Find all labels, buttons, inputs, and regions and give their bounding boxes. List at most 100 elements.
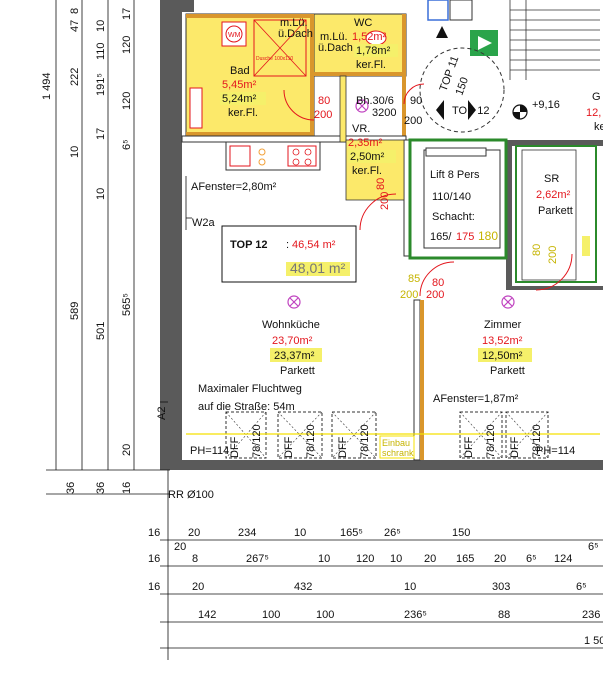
escape-route-line2: auf die Straße: 54m — [198, 401, 295, 413]
cab5-b: 78/120 — [531, 424, 543, 458]
room-area-red-vr: 2,35m² — [348, 137, 383, 149]
vent-4: ü.Dach — [318, 42, 353, 54]
dim-r3-5: 6⁵ — [576, 581, 587, 593]
dim-c2-1: 47 — [69, 20, 81, 32]
top11-dim: 150 — [454, 76, 472, 97]
dim-r2-5: 10 — [390, 553, 402, 565]
dim-r3-4: 303 — [492, 581, 510, 593]
door-labels: 80 200 80 200 90 200 85 200 80 200 80 20… — [314, 95, 559, 301]
dim-c5-0: 17 — [121, 8, 133, 20]
dim-r1-4: 165⁵ — [340, 527, 363, 539]
door-vr-w: 80 — [375, 178, 387, 190]
dim-r2-4: 120 — [356, 553, 374, 565]
rr-label: RR Ø100 — [168, 489, 214, 501]
dim-r1-1: 20 — [188, 527, 200, 539]
room-area-red-zimmer: 13,52m² — [482, 335, 523, 347]
dim-r1-3: 10 — [294, 527, 306, 539]
window-area-kitchen: AFenster=2,80m² — [191, 181, 277, 193]
dim-r3-2: 432 — [294, 581, 312, 593]
einbau-label: Einbau — [382, 438, 410, 448]
dim-r1-0: 16 — [148, 527, 160, 539]
vent-3: m.Lü. — [320, 31, 348, 43]
top12-summary: TOP 12 : 46,54 m² 48,01 m² — [230, 239, 346, 276]
dim-r4-1: 100 — [262, 609, 280, 621]
door-entrance-w: 90 — [410, 95, 422, 107]
left-dimensions: 1 494 8 47 222 10 589 10 191⁵ 10 501 36 … — [41, 8, 133, 494]
dim-r2-3: 10 — [318, 553, 330, 565]
cab1-a: DFF — [229, 436, 241, 458]
door-entrance-h: 200 — [404, 115, 422, 127]
dim-total-height: 1 494 — [41, 72, 53, 100]
wet-area — [185, 13, 407, 184]
bottom-dimension-lines — [160, 470, 603, 660]
room-name-bad: Bad — [230, 65, 250, 77]
room-area-red-wc: 1,52m² — [352, 31, 387, 43]
window-markers — [160, 176, 192, 403]
storage-room — [515, 145, 597, 283]
dim-c4-0: 110 — [95, 42, 107, 60]
door-bad-h: 200 — [314, 109, 332, 121]
top12-sep: : — [286, 239, 289, 251]
cabinet-labels: DFF 78/120 DFF 78/120 DFF 78/120 DFF 78/… — [229, 424, 543, 458]
door-bad-w: 80 — [318, 95, 330, 107]
dim-r2-7: 165 — [456, 553, 474, 565]
room-floor-zimmer: Parkett — [490, 365, 525, 377]
lift-shaft-a: 165/ — [430, 231, 452, 243]
wm-label: WM — [228, 32, 241, 39]
cab3-a: DFF — [337, 436, 349, 458]
outer-walls — [160, 0, 603, 470]
room-floor-wohnkueche: Parkett — [280, 365, 315, 377]
dim-r3-0: 16 — [148, 581, 160, 593]
dim-r4-2: 100 — [316, 609, 334, 621]
room-name-wc: WC — [354, 17, 372, 29]
door-kitchen-w: 85 — [408, 273, 420, 285]
top12-box — [221, 225, 357, 283]
dim-c3-2: 10 — [95, 188, 107, 200]
top12-stair-label: TOP 12 — [452, 105, 490, 117]
room-area-alt-bad: 5,24m² — [222, 93, 257, 105]
cabinets — [186, 411, 600, 459]
lift-labels: Lift 8 Pers 110/140 Schacht: 165/ 175 18… — [430, 169, 498, 243]
room-floor-wc: ker.Fl. — [356, 59, 386, 71]
dim-c5-3: 20 — [121, 444, 133, 456]
dim-c3-0: 10 — [95, 20, 107, 32]
dim-c2-0: 8 — [69, 8, 81, 14]
room-name-zimmer: Zimmer — [484, 319, 522, 331]
lift-shaft-b: 175 — [456, 231, 474, 243]
dim-c5-2: 120 — [121, 92, 133, 110]
staircase — [419, 0, 603, 133]
dim-c1-bottom: 36 — [65, 482, 77, 494]
light-fixtures — [287, 99, 515, 309]
room-area-red-wohnkueche: 23,70m² — [272, 335, 313, 347]
kitchen-counter — [225, 141, 321, 171]
room-labels: Bad 5,45m² 5,24m² ker.Fl. WC 1,52m² 1,78… — [220, 17, 573, 377]
hatch-2: 3200 — [372, 107, 396, 119]
dim-r4-3: 236⁵ — [404, 609, 427, 621]
cut-ke: ke — [594, 121, 603, 133]
room-floor-vr: ker.Fl. — [352, 165, 382, 177]
ph-right: PH=114 — [536, 445, 575, 457]
dim-r4-0: 142 — [198, 609, 216, 621]
cab2-b: 78/120 — [305, 424, 317, 458]
vent-1: m.Lü. — [280, 17, 308, 29]
dim-c2-3: 10 — [69, 146, 81, 158]
a2-label: A2 — [156, 407, 168, 420]
cab3-b: 78/120 — [359, 424, 371, 458]
door-zimmer-w: 80 — [432, 277, 444, 289]
level-mark: +9,16 — [532, 99, 560, 111]
door-kitchen-h: 200 — [400, 289, 418, 301]
lift-shaft — [408, 138, 508, 260]
lift-shaft-label: Schacht: — [432, 211, 475, 223]
dim-c3-3: 501 — [95, 322, 107, 340]
door-swings — [283, 83, 573, 297]
cab1-b: 78/120 — [251, 424, 263, 458]
dim-r1-1b: 20 — [174, 541, 186, 553]
cab4-a: DFF — [463, 436, 475, 458]
dim-r1-2: 234 — [238, 527, 256, 539]
lift-line1: Lift 8 Pers — [430, 169, 480, 181]
dim-r4-5: 236 — [582, 609, 600, 621]
room-area-red-bad: 5,45m² — [222, 79, 257, 91]
door-zimmer-h: 200 — [426, 289, 444, 301]
dim-r2-0: 16 — [148, 553, 160, 565]
dim-c4-1: 17 — [95, 128, 107, 140]
